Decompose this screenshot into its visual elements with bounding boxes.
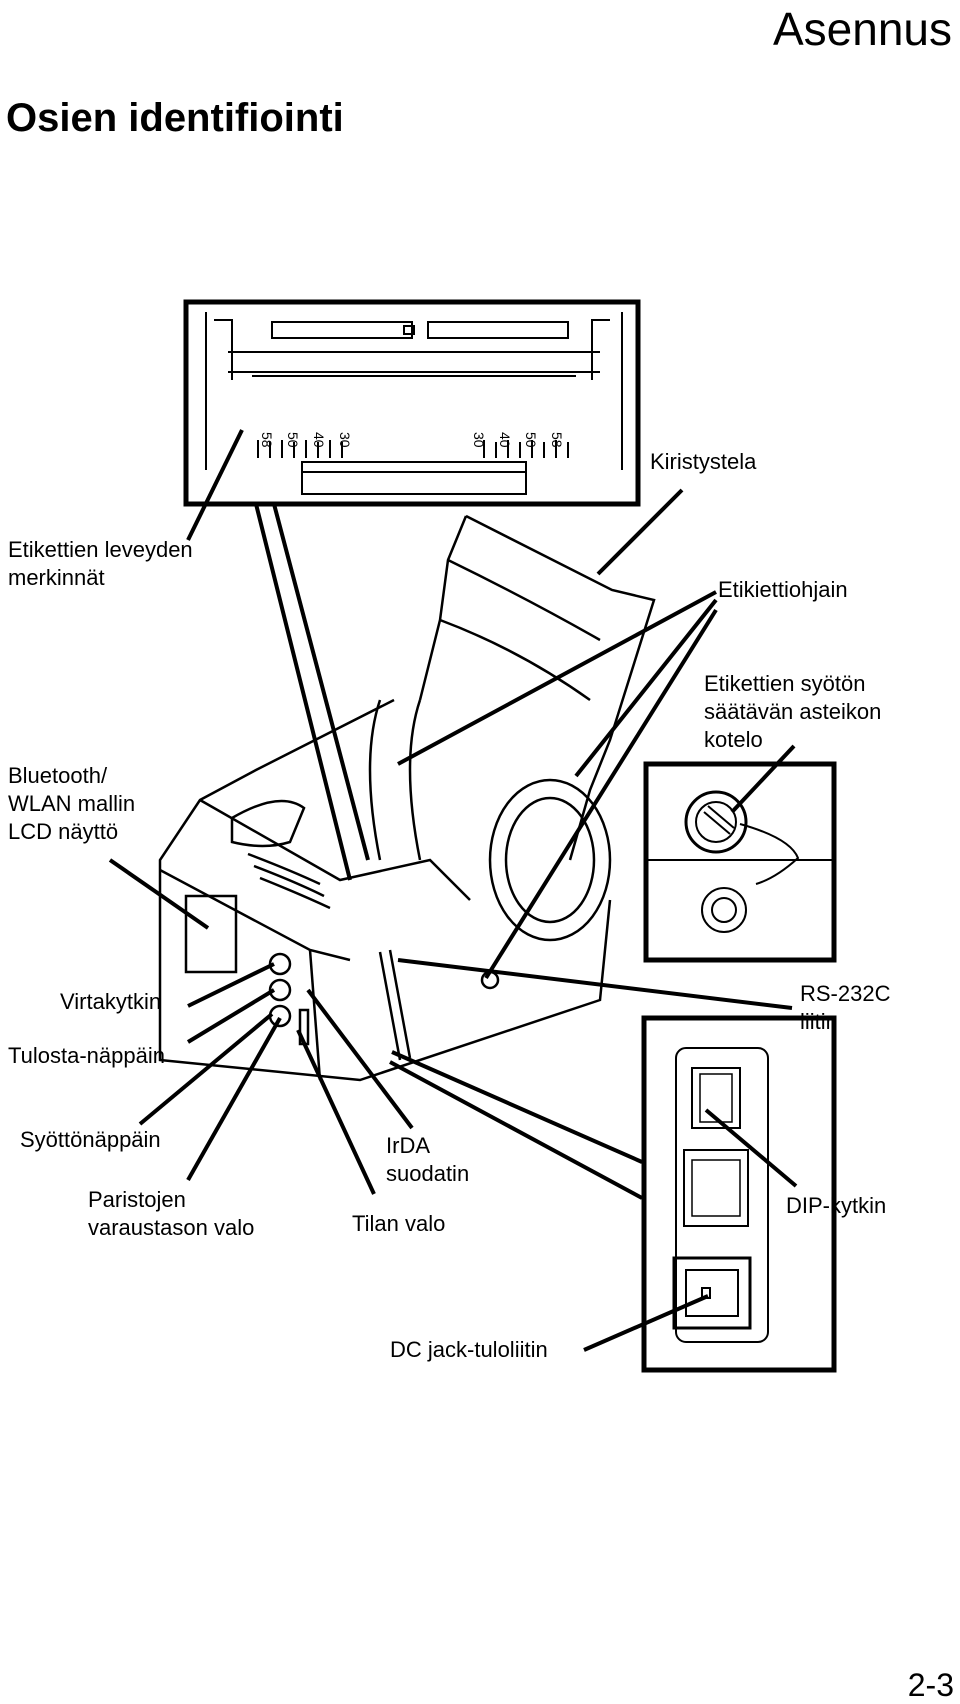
section-header: Asennus <box>772 3 952 55</box>
scale-num: 50 <box>523 432 539 448</box>
rear-panel-inset-frame <box>641 1015 837 1373</box>
leader-lines <box>108 429 798 1352</box>
label-bt-3: LCD näyttö <box>8 819 119 844</box>
label-irda-2: suodatin <box>386 1161 470 1186</box>
page-number: 2-3 <box>907 1667 954 1703</box>
label-rs-1: RS-232C <box>800 981 891 1006</box>
scale-num: 58 <box>259 432 275 448</box>
label-paristo-1: Paristojen <box>88 1187 186 1212</box>
label-virtakytkin: Virtakytkin <box>60 989 162 1014</box>
label-etikiettiohjain: Etikiettiohjain <box>718 577 848 602</box>
scale-num: 58 <box>549 432 565 448</box>
scale-num: 30 <box>337 432 353 448</box>
label-tulosta: Tulosta-näppäin <box>8 1043 165 1068</box>
page-title: Osien identifiointi <box>6 96 344 140</box>
label-tilan-valo: Tilan valo <box>352 1211 446 1236</box>
label-irda-1: IrDA <box>386 1133 430 1158</box>
label-syoton-2: säätävän asteikon <box>704 699 882 724</box>
label-syottonappain: Syöttönäppäin <box>20 1127 161 1152</box>
scale-num: 30 <box>471 432 487 448</box>
label-leveyden-2: merkinnät <box>8 565 105 590</box>
scale-numbers: 58 50 40 30 30 40 50 58 <box>259 432 565 448</box>
scale-tick-marks <box>257 440 569 458</box>
label-bt-1: Bluetooth/ <box>8 763 108 788</box>
label-bt-2: WLAN mallin <box>8 791 136 816</box>
printer-body <box>158 514 656 1082</box>
scale-inset-frame <box>183 299 641 507</box>
label-leveyden-1: Etikettien leveyden <box>8 537 193 562</box>
label-paristo-2: varaustason valo <box>88 1215 255 1240</box>
scale-num: 40 <box>311 432 327 448</box>
label-kiristystela: Kiristystela <box>650 449 757 474</box>
label-rs-2: liitin <box>800 1009 838 1034</box>
label-dip: DIP-kytkin <box>786 1193 887 1218</box>
housing-inset-frame <box>643 761 837 963</box>
label-syoton-3: kotelo <box>704 727 763 752</box>
scale-num: 50 <box>285 432 301 448</box>
label-syoton-1: Etikettien syötön <box>704 671 866 696</box>
label-dc: DC jack-tuloliitin <box>390 1337 548 1362</box>
scale-num: 40 <box>497 432 513 448</box>
